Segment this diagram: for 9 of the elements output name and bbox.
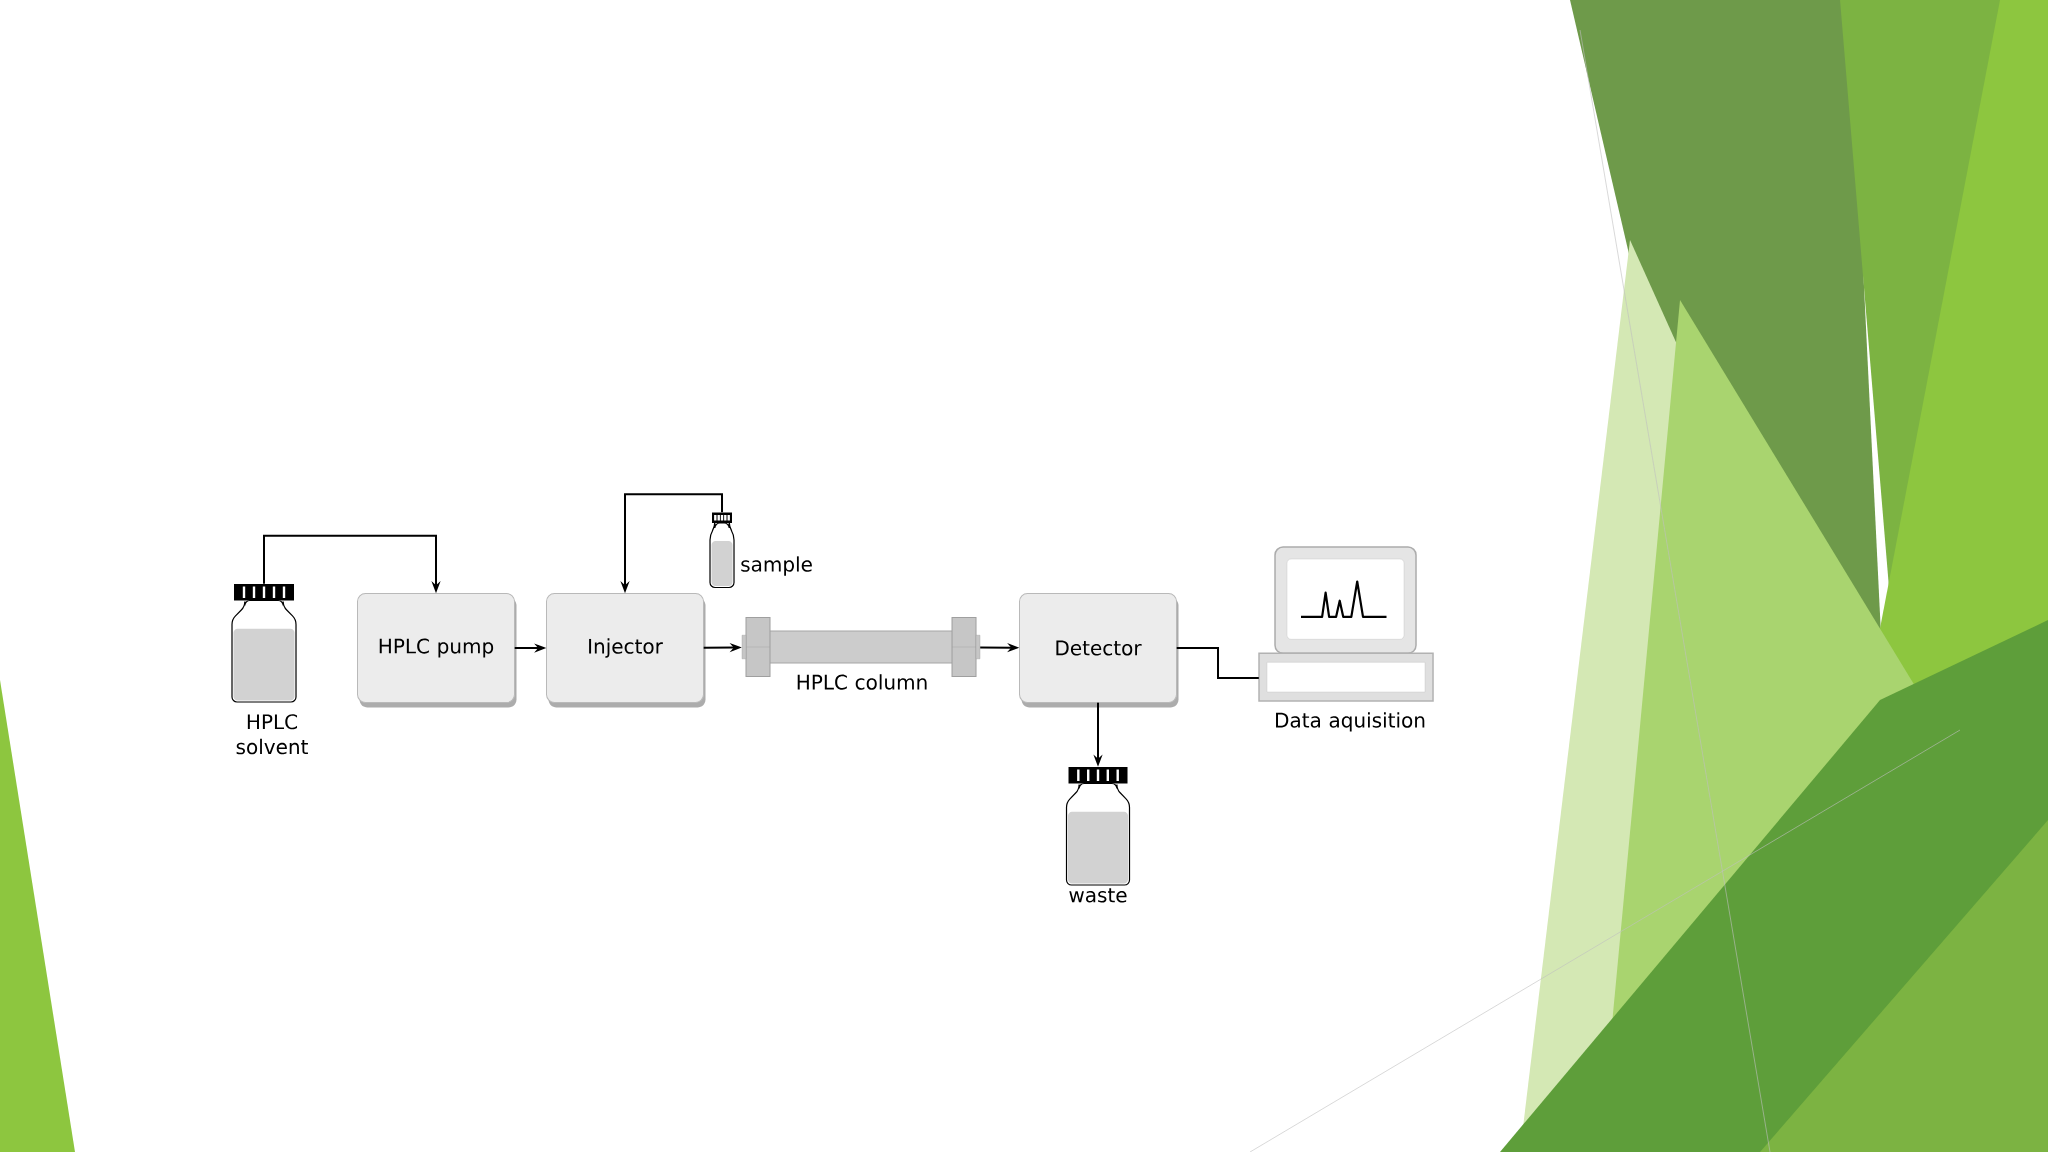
caption-label: Data aquisition (1276, 712, 1425, 732)
instrument-box: Injector (546, 593, 706, 708)
caption-label: HPLC solvent (236, 714, 308, 755)
caption-label: sample (741, 556, 812, 576)
caption-label: waste (1069, 888, 1127, 903)
instrument-box: Detector (1019, 593, 1179, 708)
caption-label: HPLC column (797, 674, 927, 690)
connector-line (1175, 647, 1260, 679)
instrument-box: HPLC pump (357, 593, 517, 708)
